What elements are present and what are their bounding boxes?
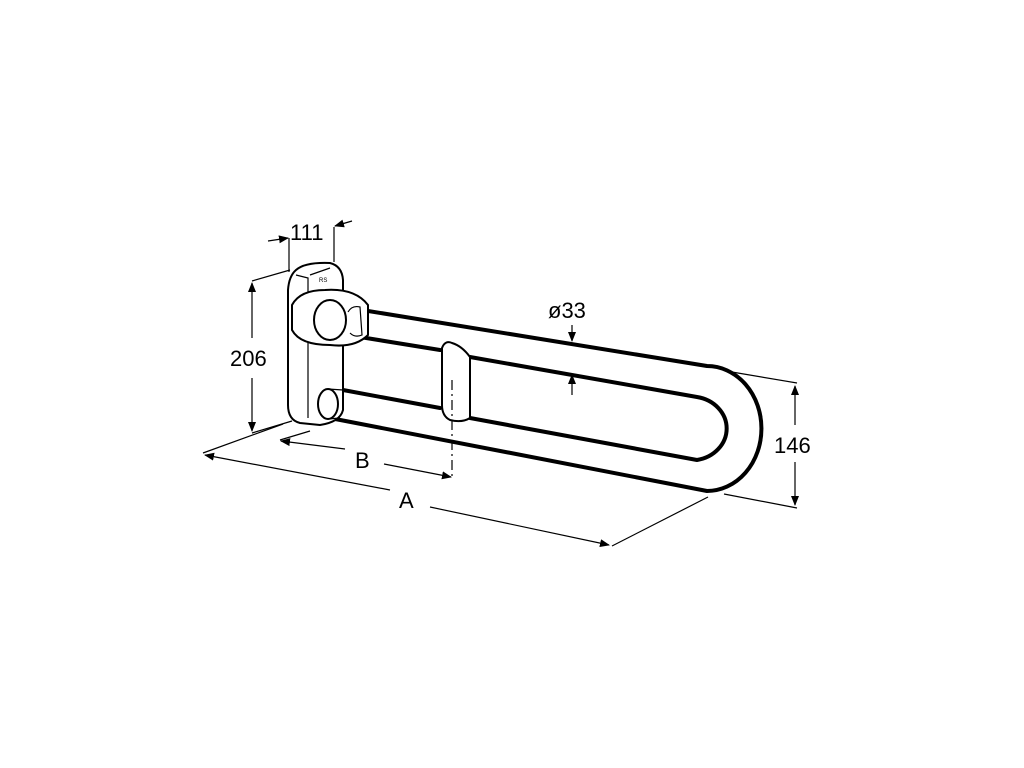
- plate-height-label: 206: [230, 346, 267, 371]
- length-b-label: B: [355, 448, 370, 473]
- hinge-knob: [291, 288, 369, 347]
- lower-collar: [317, 388, 344, 420]
- dimension-depth: 111: [267, 219, 353, 272]
- grab-bar-tube: [328, 308, 764, 493]
- dimension-tube-diameter: ø33: [548, 298, 586, 395]
- dimension-bar-height: 146: [723, 370, 811, 509]
- logo-mark: RS: [319, 278, 327, 284]
- grab-bar-sleeve: [441, 341, 471, 423]
- dimension-a: A: [202, 423, 709, 548]
- dimension-b: B: [279, 430, 452, 480]
- length-a-label: A: [399, 488, 414, 513]
- dimension-plate-height: 206: [230, 269, 293, 434]
- depth-label: 111: [290, 220, 323, 245]
- bar-height-label: 146: [774, 433, 811, 458]
- tube-diameter-label: ø33: [548, 298, 586, 323]
